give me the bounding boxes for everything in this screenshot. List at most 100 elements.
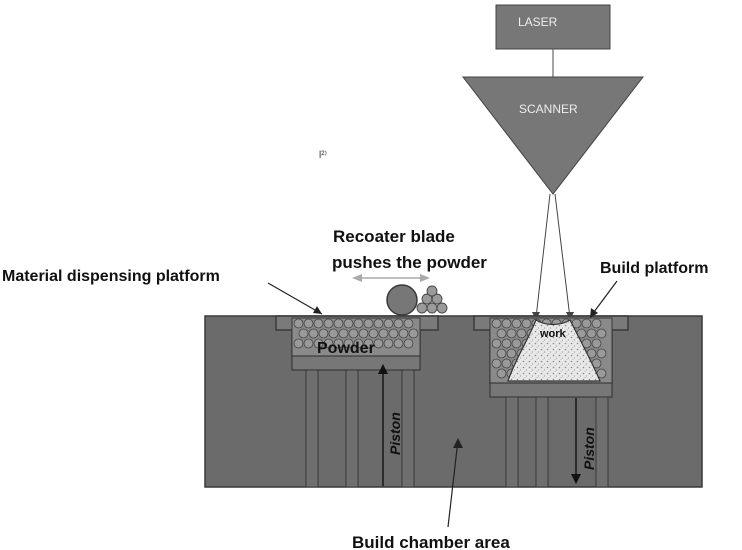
powder-particle [491, 338, 502, 349]
powder-particle [328, 328, 339, 339]
powder-particle [383, 318, 394, 329]
laser-label: LASER [518, 15, 558, 29]
powder-particle [363, 318, 374, 329]
powder-particle [383, 338, 394, 349]
powder-particle [403, 318, 414, 329]
powder-particle [506, 348, 517, 359]
build-platform-pointer [590, 280, 618, 317]
powder-particle [343, 318, 354, 329]
powder-particle [338, 328, 349, 339]
work-label: work [539, 328, 567, 340]
recoater-label-line2: pushes the powder [332, 253, 487, 272]
laser-ray-right [554, 193, 571, 319]
powder-particle [403, 338, 414, 349]
powder-particle [586, 328, 597, 339]
right-piston-label: Piston [581, 427, 597, 470]
powder-particle [333, 318, 344, 329]
powder-particle [393, 318, 404, 329]
powder-particle [398, 328, 409, 339]
heap-particle [431, 293, 443, 305]
left-piston-label: Piston [387, 412, 403, 455]
powder-particle [596, 348, 607, 359]
build-chamber-pointer [447, 439, 459, 528]
recoater-arrowhead-right [420, 274, 430, 282]
powder-particle [501, 358, 512, 369]
powder-particle [591, 318, 602, 329]
powder-label: Powder [317, 340, 375, 357]
work-part [507, 319, 601, 382]
material-platform-label: Material dispensing platform [2, 268, 220, 285]
powder-particle [358, 328, 369, 339]
powder-particle [353, 338, 364, 349]
powder-particle [408, 328, 419, 339]
powder-particle [333, 338, 344, 349]
powder-particle [343, 338, 354, 349]
material-platform-pointer [267, 282, 323, 315]
powder-particle [511, 318, 522, 329]
left-piston-arrowhead [378, 364, 388, 374]
powder-particle [506, 328, 517, 339]
powder-particle [363, 338, 374, 349]
powder-particle [388, 328, 399, 339]
powder-particle [378, 328, 389, 339]
small-mark: l²⁾ [319, 150, 327, 161]
powder-particle [501, 338, 512, 349]
powder-particle [313, 318, 324, 329]
powder-particle [323, 338, 334, 349]
feed-piston-plate [291, 355, 421, 371]
powder-particle [596, 328, 607, 339]
build-piston-rod-3 [595, 396, 609, 488]
powder-particle [293, 338, 304, 349]
feed-piston-rod-2 [345, 369, 359, 488]
scanner-label: SCANNER [519, 102, 578, 116]
recoater-label-line1: Recoater blade [333, 227, 455, 246]
powder-particle [581, 318, 592, 329]
feed-piston-rod-1 [305, 369, 319, 488]
powder-particle [521, 318, 532, 329]
powder-particle [491, 318, 502, 329]
powder-particle [308, 328, 319, 339]
powder-particle [353, 318, 364, 329]
build-platform-pointer-head [590, 308, 598, 318]
heap-particle [426, 302, 438, 314]
build-platform-label: Build platform [600, 260, 708, 277]
powder-particle [501, 318, 512, 329]
powder-particle [496, 368, 507, 379]
build-piston-rod-2 [535, 396, 549, 488]
heap-particle [416, 302, 428, 314]
material-platform-pointer-head [313, 306, 322, 314]
recoater-arrowhead-left [352, 274, 362, 282]
powder-particle [373, 338, 384, 349]
powder-particle [373, 318, 384, 329]
powder-particle [496, 328, 507, 339]
powder-particle [313, 338, 324, 349]
build-chamber-label: Build chamber area [352, 533, 510, 550]
powder-particle [318, 328, 329, 339]
powder-particle [293, 318, 304, 329]
feed-piston-rod-3 [401, 369, 415, 488]
powder-heap [416, 285, 448, 314]
laser-ray-left [535, 193, 551, 319]
powder-particle [298, 328, 309, 339]
right-piston-arrowhead [571, 474, 581, 484]
laser-box [495, 4, 611, 50]
powder-particle [491, 358, 502, 369]
powder-particle [323, 318, 334, 329]
powder-particle [348, 328, 359, 339]
feed-powder-particles [293, 318, 419, 349]
heap-particle [436, 302, 448, 314]
powder-particle [496, 348, 507, 359]
build-piston-rod-1 [505, 396, 519, 488]
powder-particle [511, 338, 522, 349]
heap-particle [426, 285, 438, 297]
powder-particle [303, 338, 314, 349]
recoater-roller [386, 284, 418, 316]
build-piston-plate [489, 382, 613, 398]
scanner-triangle [461, 76, 645, 195]
powder-particle [368, 328, 379, 339]
powder-particle [303, 318, 314, 329]
machine-body [204, 315, 703, 488]
build-chamber-pointer-head [453, 438, 463, 448]
